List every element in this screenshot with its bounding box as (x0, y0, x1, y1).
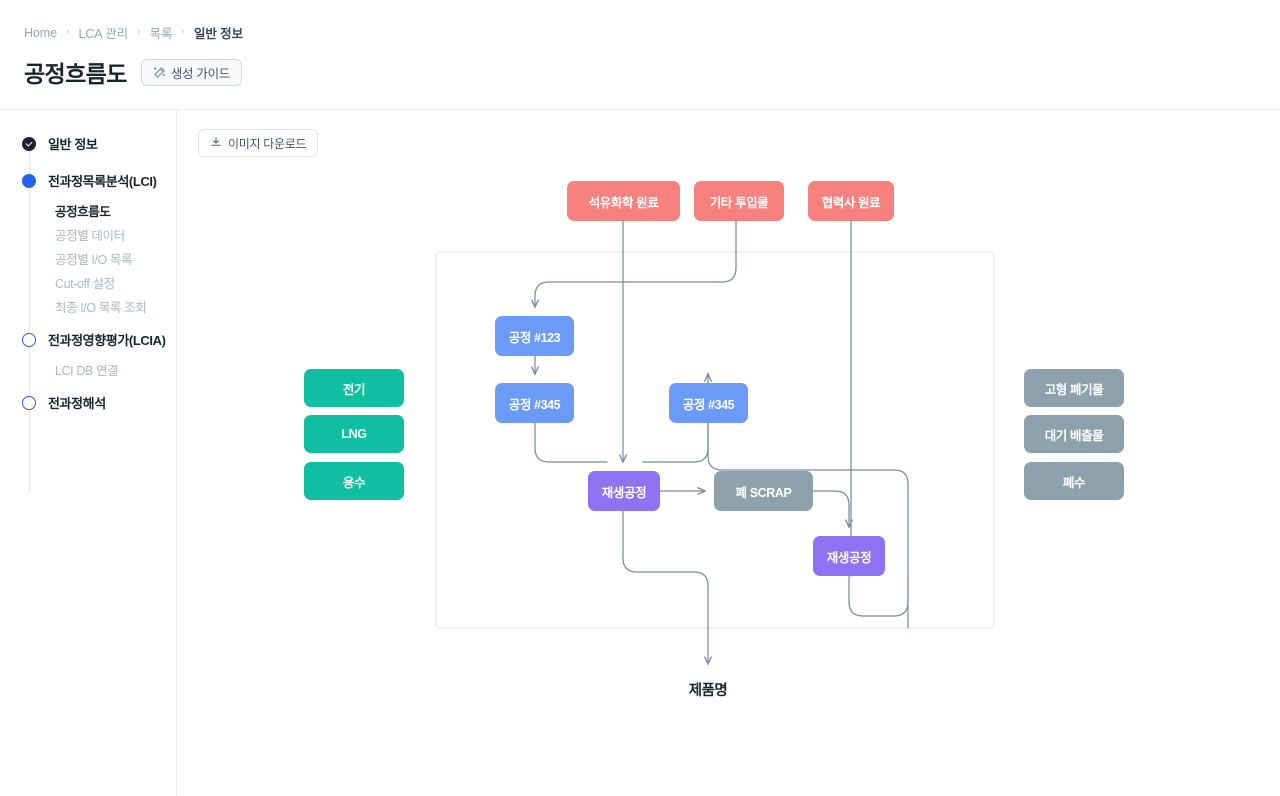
download-icon (210, 136, 222, 151)
generation-guide-label: 생성 가이드 (170, 66, 230, 81)
sidebar-group-lcia: 전과정영향평가(LCIA) LCI DB 연결 (0, 326, 176, 383)
node-utility-lng[interactable]: LNG (304, 415, 404, 453)
sidebar-item-interpretation[interactable]: 전과정해석 (0, 389, 176, 416)
sidebar: 일반 정보 전과정목록분석(LCI) 공정흐름도 공정별 데이터 공정별 I/O… (0, 110, 177, 796)
sidebar-item-label: 전과정영향평가(LCIA) (48, 333, 166, 348)
product-name-label: 제품명 (688, 683, 728, 699)
node-output-air-emission[interactable]: 대기 배출물 (1024, 415, 1124, 453)
current-step-icon (22, 173, 36, 188)
process-flow-canvas[interactable]: 석유화학 원료 기타 투입물 협력사 원료 공정 #123 공정 #345 공정… (177, 110, 1280, 796)
sidebar-group-lci: 전과정목록분석(LCI) 공정흐름도 공정별 데이터 공정별 I/O 목록 Cu… (0, 167, 176, 320)
breadcrumb: Home › LCA 관리 › 목록 › 일반 정보 (24, 23, 243, 42)
pending-step-icon (22, 395, 36, 410)
sidebar-item-general-info[interactable]: 일반 정보 (0, 130, 176, 157)
sidebar-item-process-io[interactable]: 공정별 I/O 목록 (55, 253, 133, 267)
page-title: 공정흐름도 (24, 61, 127, 87)
sidebar-item-label: 전과정해석 (48, 396, 106, 411)
edge-p2-to-r1 (534, 422, 608, 463)
magic-wand-icon (153, 66, 166, 79)
node-output-wastewater[interactable]: 폐수 (1024, 462, 1124, 500)
sidebar-item-process-flow[interactable]: 공정흐름도 (55, 205, 111, 219)
node-recycle-secondary[interactable]: 재생공정 (813, 536, 885, 576)
check-circle-icon (22, 136, 36, 151)
flow-edges (435, 220, 995, 665)
edge-r1-to-product (622, 510, 712, 665)
sidebar-item-label: 전과정목록분석(LCI) (48, 174, 157, 189)
breadcrumb-item-lca[interactable]: LCA 관리 (78, 27, 129, 41)
sidebar-item-label: 일반 정보 (48, 137, 98, 152)
title-row: 공정흐름도 생성 가이드 (24, 55, 242, 89)
nav-rail (29, 142, 30, 492)
node-input-petrochemical[interactable]: 석유화학 원료 (567, 181, 680, 221)
system-boundary (435, 251, 995, 629)
sidebar-item-final-io[interactable]: 최종 I/O 목록 조회 (55, 301, 147, 315)
node-input-partner[interactable]: 협력사 원료 (808, 181, 894, 221)
edge-loop-to-p3 (704, 373, 909, 629)
main-content: 이미지 다운로드 (177, 110, 1280, 796)
node-recycle-main[interactable]: 재생공정 (588, 471, 660, 511)
node-waste-scrap[interactable]: 폐 SCRAP (714, 471, 813, 511)
pending-step-icon (22, 332, 36, 347)
sidebar-item-process-data[interactable]: 공정별 데이터 (55, 229, 125, 243)
edge-w1-to-r2 (812, 490, 853, 528)
sidebar-group-interpretation: 전과정해석 (0, 389, 176, 416)
edge-r2-loop-back (848, 575, 909, 617)
node-process-123[interactable]: 공정 #123 (495, 316, 574, 356)
chevron-right-icon: › (66, 26, 70, 38)
node-input-other[interactable]: 기타 투입물 (694, 181, 784, 221)
sidebar-item-lcia[interactable]: 전과정영향평가(LCIA) (0, 326, 176, 353)
edge-p3-to-r1 (642, 422, 709, 463)
node-process-345-right[interactable]: 공정 #345 (669, 383, 748, 423)
generation-guide-button[interactable]: 생성 가이드 (140, 58, 242, 86)
sidebar-group-general-info: 일반 정보 (0, 130, 176, 157)
breadcrumb-item-general-info[interactable]: 일반 정보 (194, 27, 243, 41)
chevron-right-icon: › (137, 26, 141, 38)
node-output-solid-waste[interactable]: 고형 폐기물 (1024, 369, 1124, 407)
edge-in2-to-p1 (531, 220, 737, 308)
breadcrumb-item-home[interactable]: Home (24, 25, 57, 40)
node-utility-electricity[interactable]: 전기 (304, 369, 404, 407)
node-process-345-left[interactable]: 공정 #345 (495, 383, 574, 423)
chevron-right-icon: › (181, 26, 185, 38)
node-utility-water[interactable]: 용수 (304, 462, 404, 500)
breadcrumb-item-list[interactable]: 목록 (149, 27, 173, 41)
sidebar-item-lci-db-link[interactable]: LCI DB 연결 (55, 364, 119, 378)
sidebar-nav: 일반 정보 전과정목록분석(LCI) 공정흐름도 공정별 데이터 공정별 I/O… (0, 110, 176, 492)
download-image-label: 이미지 다운로드 (228, 136, 307, 151)
sidebar-item-lci[interactable]: 전과정목록분석(LCI) (0, 167, 176, 194)
page-header: Home › LCA 관리 › 목록 › 일반 정보 공정흐름도 생성 가이드 (0, 0, 1280, 110)
sidebar-item-cutoff[interactable]: Cut-off 설정 (55, 277, 115, 291)
download-image-button[interactable]: 이미지 다운로드 (198, 129, 319, 157)
